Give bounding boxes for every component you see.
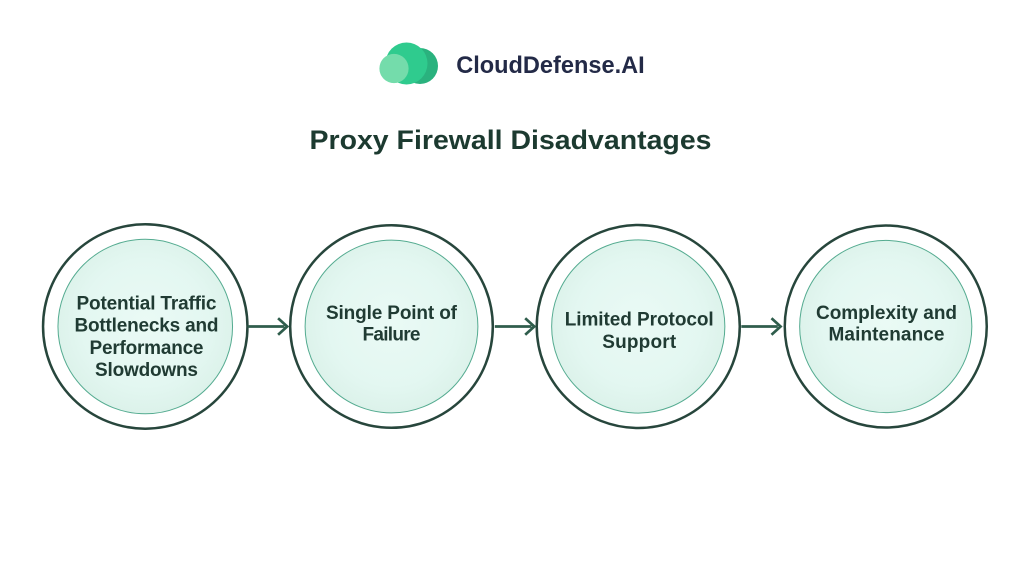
svg-text:Potential Traffic: Potential Traffic: [77, 293, 217, 314]
svg-text:Proxy Firewall Disadvantages: Proxy Firewall Disadvantages: [310, 125, 712, 155]
svg-text:CloudDefense.AI: CloudDefense.AI: [456, 52, 645, 79]
svg-text:Performance: Performance: [90, 338, 204, 359]
svg-text:Support: Support: [602, 332, 677, 353]
svg-text:Complexity and: Complexity and: [816, 303, 957, 324]
svg-text:Failure: Failure: [363, 325, 421, 346]
svg-text:Bottlenecks and: Bottlenecks and: [75, 316, 219, 337]
svg-text:Limited Protocol: Limited Protocol: [565, 310, 714, 331]
svg-text:Maintenance: Maintenance: [829, 325, 945, 346]
svg-text:Single Point of: Single Point of: [326, 303, 458, 324]
svg-text:Slowdowns: Slowdowns: [95, 360, 198, 381]
